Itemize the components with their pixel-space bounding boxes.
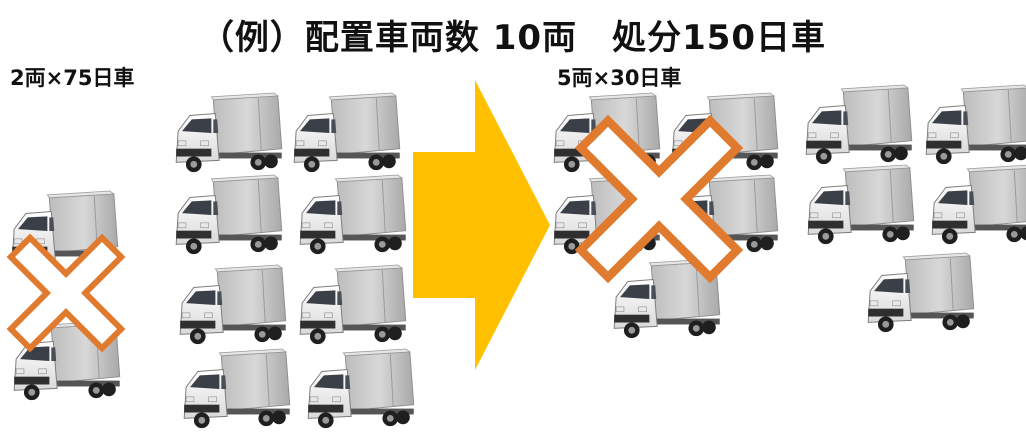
right-scenario-label: 5両×30日車 — [557, 66, 682, 90]
truck-icon — [798, 84, 916, 170]
truck-icon — [286, 92, 404, 178]
truck-icon — [292, 174, 410, 260]
cross-mark-icon — [574, 110, 744, 288]
truck-icon — [918, 84, 1026, 170]
truck-icon — [860, 252, 978, 338]
truck-icon — [172, 264, 290, 350]
truck-icon — [176, 348, 294, 434]
cross-mark-icon — [6, 232, 126, 354]
page-title: （例）配置車両数 10両 処分150日車 — [199, 18, 827, 58]
truck-icon — [924, 164, 1026, 250]
truck-icon — [168, 174, 286, 260]
truck-icon — [800, 164, 918, 250]
left-scenario-label: 2両×75日車 — [10, 66, 135, 90]
truck-icon — [300, 348, 418, 434]
truck-icon — [168, 92, 286, 178]
right-arrow-icon — [413, 80, 550, 370]
truck-icon — [292, 264, 410, 350]
